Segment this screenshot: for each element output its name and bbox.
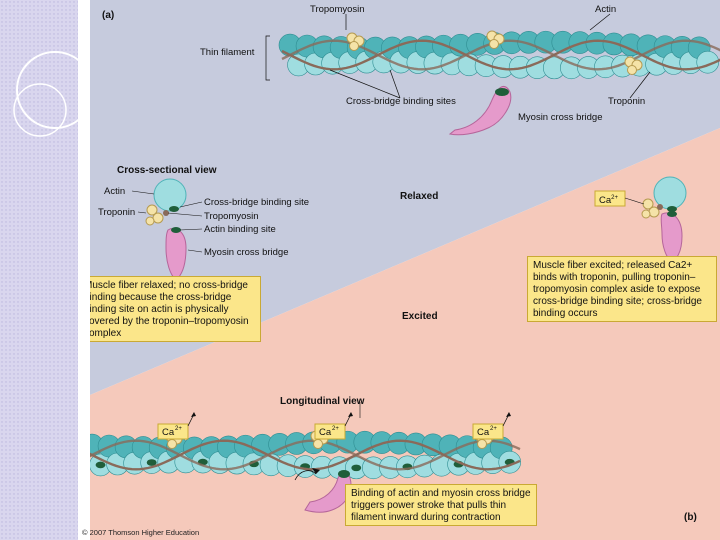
label-tropomyosin-top: Tropomyosin: [310, 4, 365, 15]
label-relaxed: Relaxed: [400, 191, 439, 202]
ca-badge: [472, 423, 504, 440]
ca-badge-text: Ca: [162, 427, 175, 438]
label-tropomyosin-cs: Tropomyosin: [204, 211, 259, 222]
ca-release-arrowhead: [191, 412, 196, 417]
tropomyosin-strand: [90, 439, 521, 471]
myosin-binding-tip-bottom: [338, 470, 350, 478]
label-troponin-top: Troponin: [608, 96, 646, 107]
ca-badge-text: Ca: [319, 427, 332, 438]
label-myosin-cross-bridge-top: Myosin cross bridge: [518, 112, 603, 123]
ca-badge-superscript: 2+: [175, 426, 182, 432]
callout-relaxed: Muscle fiber relaxed; no cross-bridge bi…: [90, 276, 261, 342]
troponin-subunit: [349, 41, 359, 51]
label-actin-cs: Actin: [104, 186, 126, 197]
part-label-a: (a): [102, 10, 115, 21]
label-cross-sectional-view: Cross-sectional view: [117, 165, 217, 176]
myosin-cross-bridge-top: [448, 85, 512, 136]
ca-release-arrowhead: [506, 412, 511, 417]
binding-site-dot: [95, 461, 106, 469]
cross-section-excited: [594, 176, 687, 263]
ca-release-arrowhead: [348, 412, 353, 417]
myosin-cross-bridge-bottom: [304, 470, 352, 513]
troponin-subunit: [627, 65, 637, 75]
troponin-subunit: [489, 39, 499, 49]
power-stroke-arrowhead: [312, 468, 320, 474]
copyright-notice: © 2007 Thomson Higher Education: [82, 528, 200, 537]
ca-badge-superscript: 2+: [490, 426, 497, 432]
ca-badge: [157, 423, 189, 440]
sidebar-circles-decoration: [0, 0, 78, 540]
power-stroke-arrow: [294, 470, 317, 481]
ca-label-cs: Ca2+: [599, 195, 618, 207]
leader-lines-top: [265, 13, 651, 99]
top-thin-filament: [278, 30, 720, 80]
label-myosin-cross-bridge-cs: Myosin cross bridge: [204, 247, 289, 258]
label-thin-filament: Thin filament: [200, 47, 255, 58]
myosin-binding-tip-top: [495, 88, 509, 96]
label-actin-binding-site: Actin binding site: [204, 224, 276, 235]
label-troponin-cs: Troponin: [98, 207, 136, 218]
binding-site-dot: [146, 459, 157, 466]
label-longitudinal-view: Longitudinal view: [280, 396, 365, 407]
ca-badge: [314, 423, 346, 440]
troponin-subunit: [313, 439, 323, 449]
cross-section-relaxed: [131, 178, 203, 281]
label-cross-bridge-binding-site: Cross-bridge binding site: [204, 197, 310, 208]
troponin-subunit: [477, 439, 487, 449]
troponin-subunit: [167, 439, 177, 449]
tropomyosin-strand: [281, 39, 720, 71]
decorative-sidebar: [0, 0, 78, 540]
tropomyosin-strand: [90, 439, 521, 471]
label-actin-top: Actin: [595, 4, 617, 15]
ca-badge-text: Ca: [477, 427, 490, 438]
part-label-b: (b): [684, 512, 697, 523]
callout-binding: Binding of actin and myosin cross bridge…: [345, 484, 537, 526]
label-excited: Excited: [402, 311, 438, 322]
label-cross-bridge-binding-sites: Cross-bridge binding sites: [346, 96, 456, 107]
ca-badge-superscript: 2+: [332, 426, 339, 432]
callout-excited: Muscle fiber excited; released Ca2+ bind…: [527, 256, 717, 322]
binding-site-dot: [351, 464, 362, 472]
